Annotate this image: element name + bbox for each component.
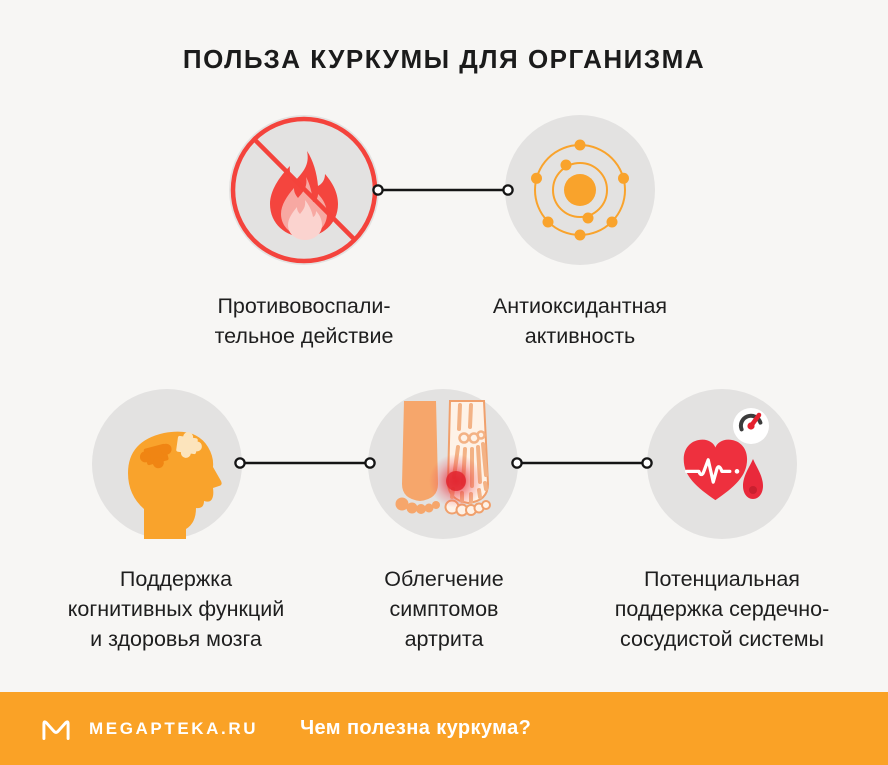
puzzle-piece-dark [139, 443, 172, 469]
benefit-label-antioxidant: Антиоксидантная активность [492, 294, 668, 348]
left-foot [395, 401, 440, 514]
feet-xray-icon [395, 400, 491, 517]
no-fire-icon [230, 116, 378, 264]
benefit-circle-heart-support [647, 389, 797, 539]
footer-question: Чем полезна куркума? [300, 717, 532, 739]
benefit-label-cognitive: Поддержка когнитивных функций и здоровья… [67, 567, 285, 651]
head-puzzle-icon [128, 431, 222, 539]
blood-drop [743, 459, 763, 499]
footer-banner: MEGAPTEKA.RU Чем полезна куркума? [0, 692, 888, 765]
connector-line [372, 184, 514, 196]
heart-gauge-icon [683, 408, 769, 501]
atom-icon [531, 139, 629, 241]
connector-line [511, 457, 653, 469]
benefit-circle-antioxidant [505, 115, 655, 265]
benefit-label-anti-inflammatory: Противовоспали- тельное действие [214, 294, 394, 348]
benefit-label-heart-support: Потенциальная поддержка сердечно- сосуди… [614, 567, 830, 651]
brand-name: MEGAPTEKA.RU [89, 718, 259, 738]
benefit-circle-cognitive [92, 389, 242, 539]
page-title: ПОЛЬЗА КУРКУМЫ ДЛЯ ОРГАНИЗМА [182, 44, 706, 74]
puzzle-piece-light [176, 432, 202, 458]
megapteka-m-logo-icon [42, 719, 70, 740]
benefit-circle-anti-inflammatory [229, 115, 379, 265]
benefit-label-arthritis: Облегчение симптомов артрита [384, 567, 504, 651]
connector-line [234, 457, 376, 469]
benefit-circle-arthritis [368, 389, 518, 539]
pressure-gauge [733, 408, 769, 444]
